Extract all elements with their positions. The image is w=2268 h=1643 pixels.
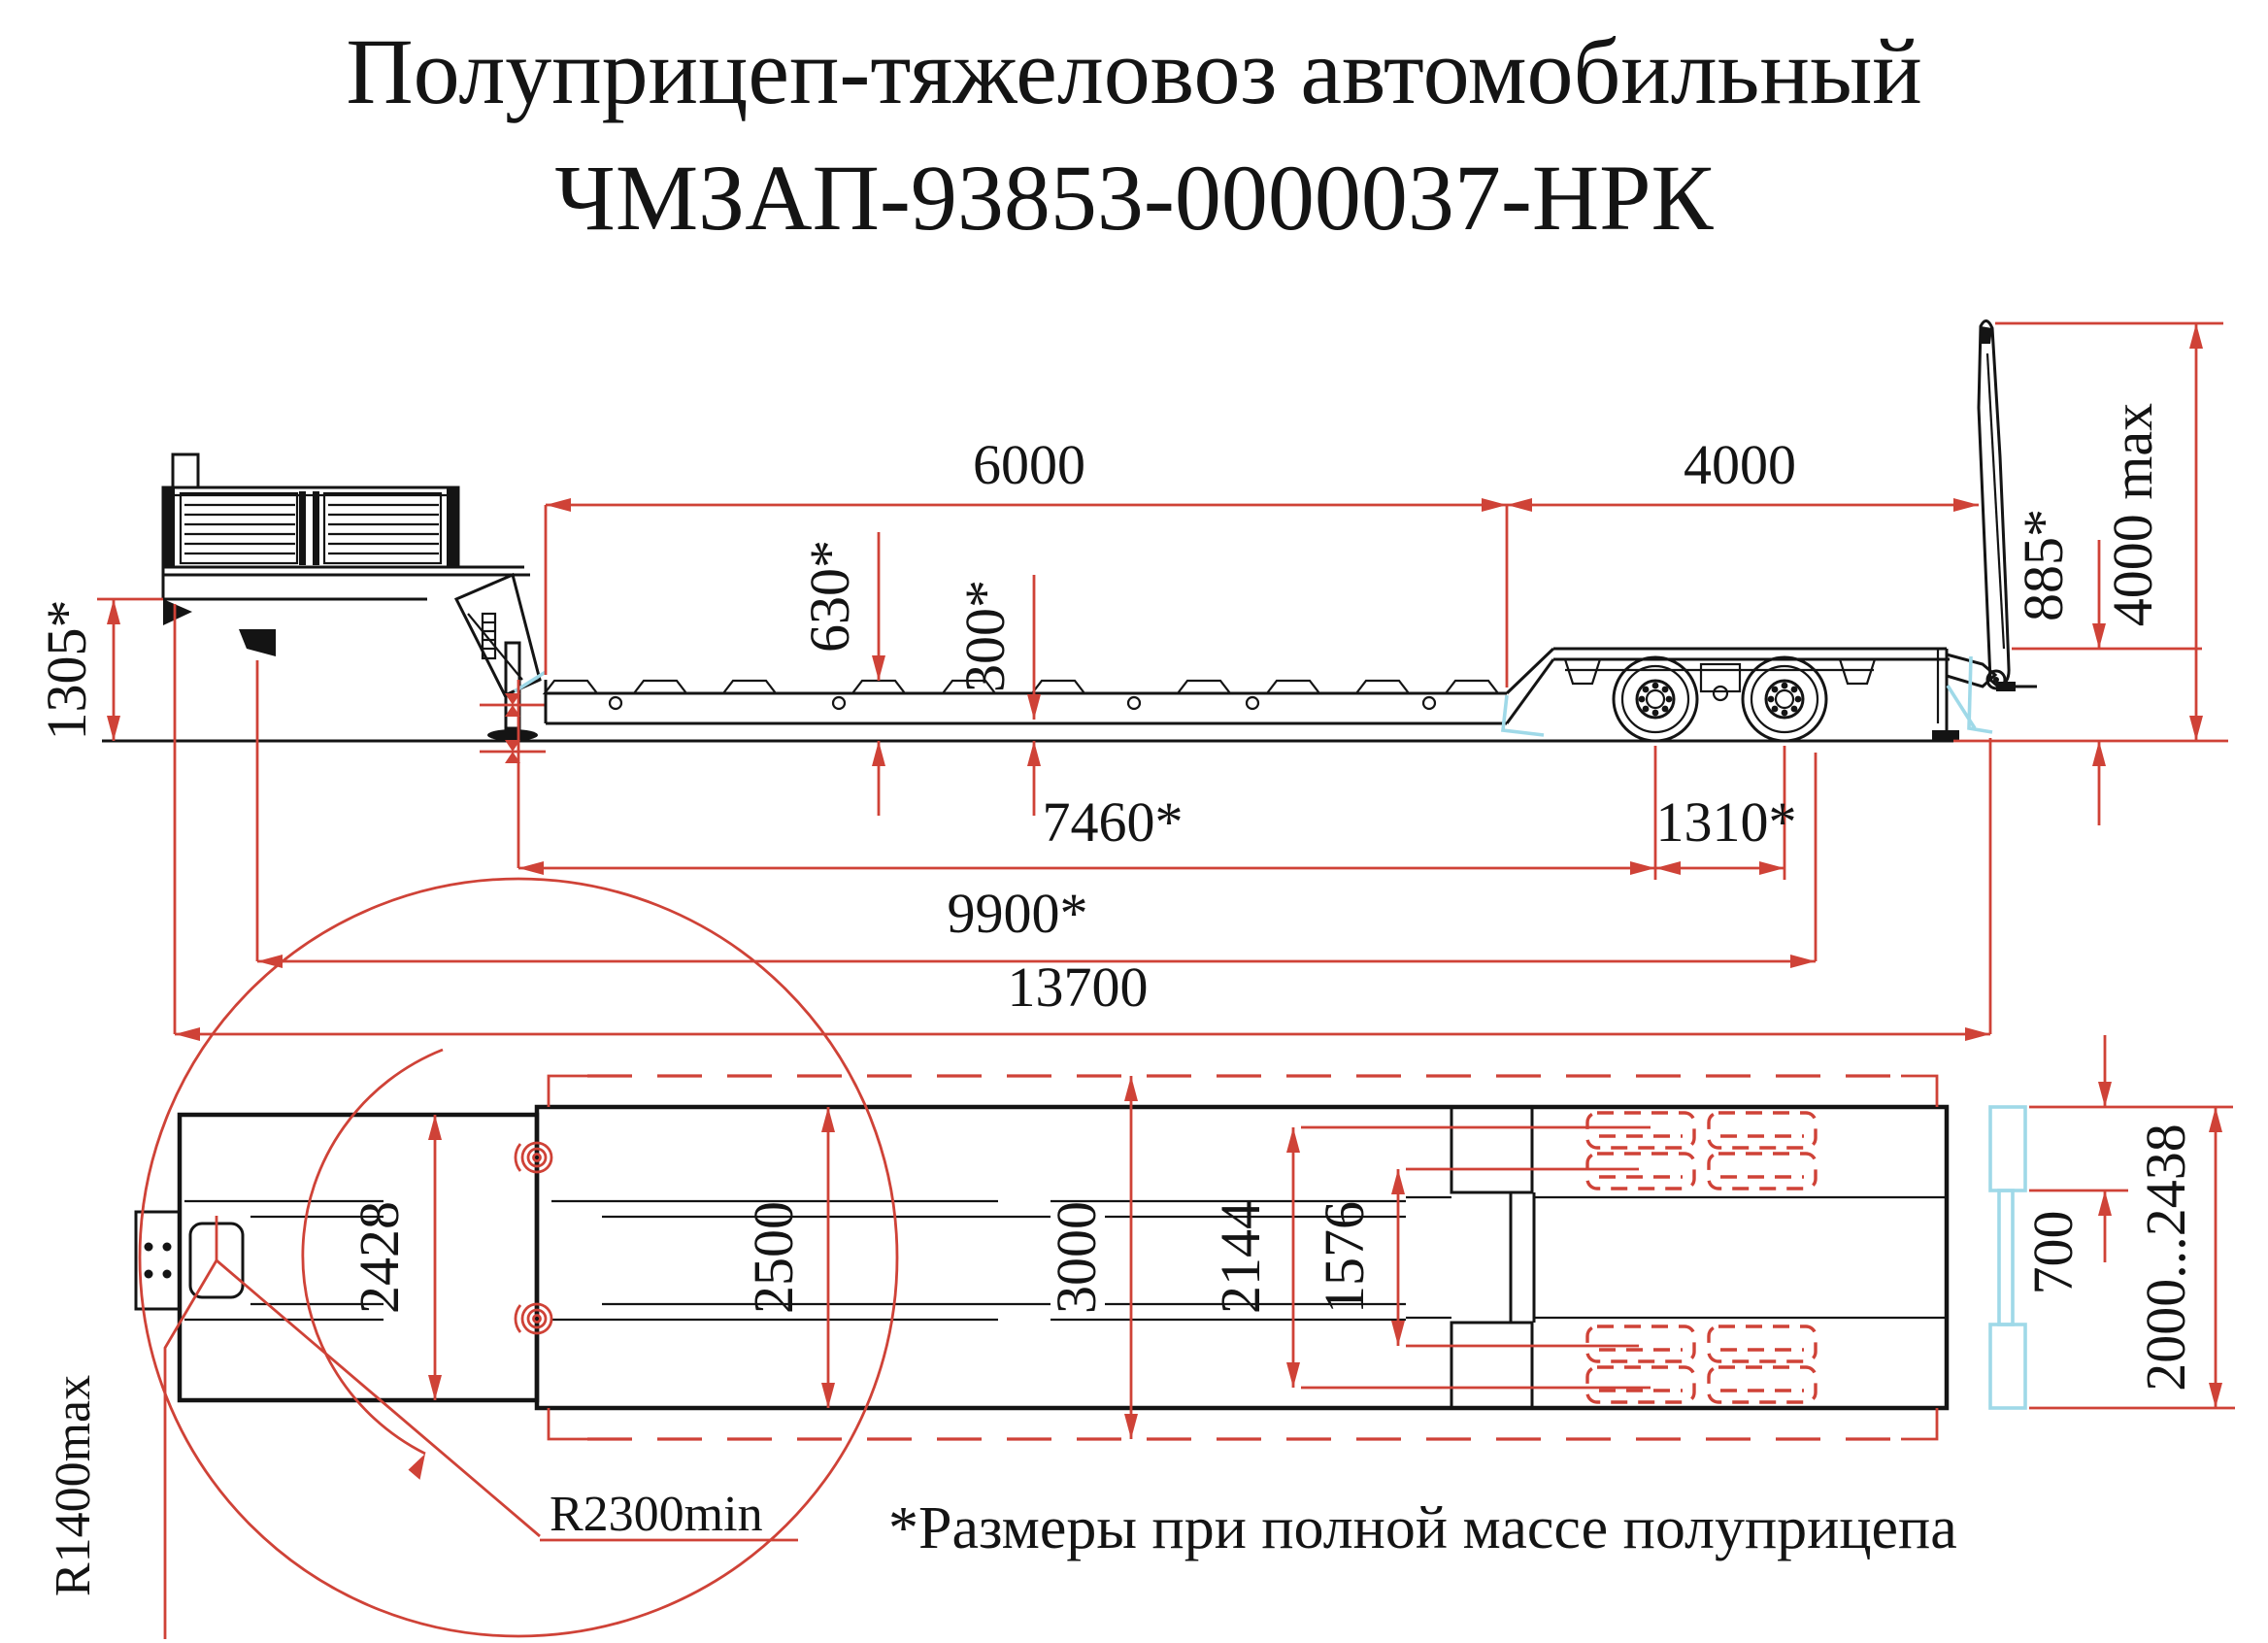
deck-cleats (542, 679, 1501, 695)
gooseneck-neck (453, 572, 542, 697)
title-block: Полуприцеп-тяжеловоз автомобильный ЧМЗАП… (346, 19, 1921, 250)
annotations: R1400max R2300min *Размеры при полной ма… (46, 1375, 1957, 1596)
swing-arc-arrowhead (408, 1454, 425, 1480)
dim-rear-deck-length: 4000 (1684, 433, 1796, 496)
r2300-leader (216, 1258, 541, 1538)
dim-ground-clearance: 300* (953, 580, 1017, 692)
title-line2: ЧМЗАП-93853-0000037-НРК (554, 146, 1714, 250)
dim-gooseneck-height: 1305* (35, 600, 98, 741)
rear-frame (1505, 647, 1959, 741)
swing-arc-r1400 (301, 1048, 444, 1456)
dim-overall-length: 13700 (1008, 956, 1149, 1019)
dim-deck-width: 2500 (742, 1201, 805, 1314)
deck-tie-rings (608, 695, 1437, 711)
gooseneck-platform (161, 565, 530, 656)
tires-plan (1585, 1111, 1818, 1404)
ramp-plan-lower (1988, 1323, 2027, 1410)
dim-ramp-width: 700 (2021, 1211, 2085, 1295)
ramps-plan (1988, 1105, 2027, 1410)
swivel-marker-top (514, 1141, 553, 1174)
dim-ramp-track: 2000...2438 (2134, 1123, 2197, 1392)
swivel-marker-bottom (514, 1302, 553, 1335)
turning-circle-r2300 (138, 877, 899, 1638)
dim-extended-width: 3000 (1045, 1201, 1108, 1314)
deck-stringers (551, 1199, 1406, 1322)
wheel-rear (1741, 655, 1828, 743)
title-line1: Полуприцеп-тяжеловоз автомобильный (346, 19, 1921, 123)
dim-axle-base: 1310* (1656, 790, 1797, 854)
dim-loading-height: 630* (798, 540, 861, 653)
dim-gooseneck-width: 2428 (348, 1201, 411, 1314)
front-coupling (239, 629, 276, 656)
dim-frame-inner-width: 1576 (1313, 1201, 1376, 1314)
dim-ramp-raised-height: 4000 max (2101, 403, 2164, 626)
dim-frame-width: 2144 (1209, 1201, 1272, 1314)
dim-kingpin-to-rear: 9900* (948, 882, 1088, 945)
ramp-bar (1997, 1189, 2015, 1326)
front-plate (134, 1210, 182, 1311)
side-view-dimensions: 1305* 6000 4000 630* 300* 885* 4000 max … (35, 321, 2228, 1041)
dim-deck-length: 6000 (973, 433, 1085, 496)
gooseneck-headboard (161, 453, 460, 569)
rear-cross-member (1406, 1105, 1947, 1410)
side-view (102, 319, 2037, 763)
label-turning-radius: R2300min (550, 1487, 763, 1542)
label-swing-radius: R1400max (46, 1375, 101, 1596)
top-view-red (138, 877, 1939, 1639)
dim-rear-deck-height: 885* (2012, 509, 2075, 621)
bogie-wheels (1612, 655, 1828, 743)
footnote: *Размеры при полной массе полуприцепа (888, 1495, 1957, 1561)
r1400-leader (163, 1259, 218, 1639)
wheel-front (1612, 655, 1699, 743)
ramp-plan-upper (1988, 1105, 2027, 1192)
low-deck (542, 679, 1507, 725)
loading-ramp-raised (1945, 319, 2037, 691)
top-view-dimensions: 2428 2500 3000 2144 1576 700 2000...2438 (348, 1035, 2235, 1439)
dim-kingpin-to-bogie: 7460* (1043, 790, 1184, 854)
